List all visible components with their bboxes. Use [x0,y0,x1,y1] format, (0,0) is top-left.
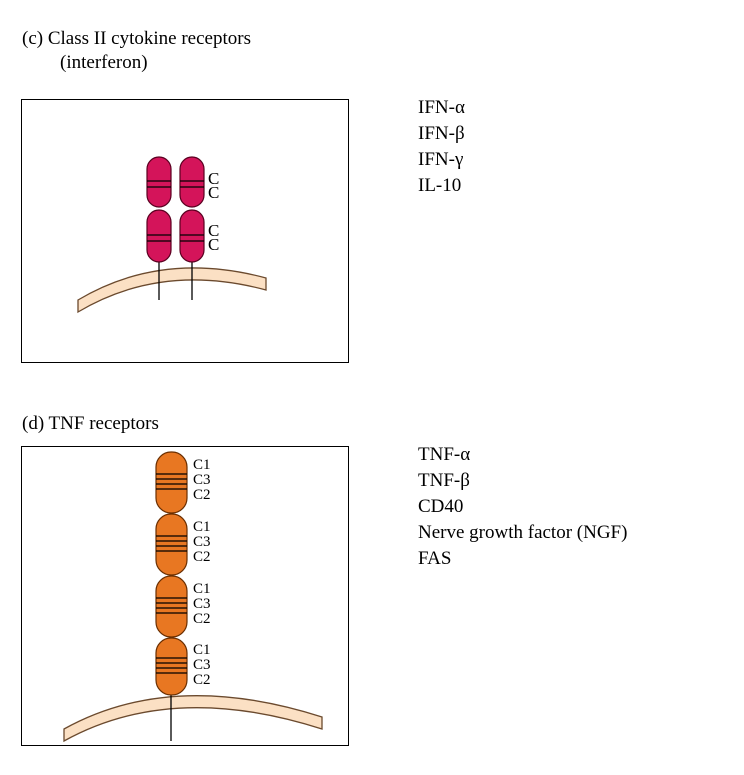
panel-c-ligand-list: IFN-α IFN-β IFN-γ IL-10 [418,95,465,199]
cysteine-label: C [208,235,219,254]
ligand-item: FAS [418,548,452,569]
ligand-item: Nerve growth factor (NGF) [418,522,628,543]
cysteine-label: C1 [193,642,211,658]
receptor-domain [146,209,172,263]
cysteine-label: C3 [193,657,211,673]
panel-c-heading-line2: (interferon) [60,52,148,73]
cysteine-label: C1 [193,519,211,535]
receptor-domain [179,156,205,208]
ligand-item: TNF-α [418,444,471,465]
class-ii-receptor-diagram: C C C C [77,156,267,314]
panel-c-diagram: C C C C [21,99,349,363]
cysteine-label: C3 [193,534,211,550]
cysteine-label: C [208,221,219,240]
panel-d-heading: (d) TNF receptors [22,413,159,434]
cysteine-label: C3 [193,472,211,488]
cysteine-label: C [208,169,219,188]
ligand-item: IL-10 [418,175,462,196]
ligand-item: TNF-β [418,470,470,491]
cysteine-label: C2 [193,487,211,503]
ligand-item: CD40 [418,496,464,517]
receptor-domain [155,451,188,514]
tnf-receptor-chain [155,451,188,696]
ligand-item: IFN-γ [418,149,464,170]
cysteine-label: C1 [193,457,211,473]
cell-membrane [77,267,267,314]
receptor-domain [155,575,188,638]
panel-c-heading-line1: (c) Class II cytokine receptors [22,28,251,49]
receptor-domain [155,513,188,576]
panel-d-diagram: C1 C3 C2 C1 C3 C2 C1 C3 C2 C1 C3 C2 [21,446,349,746]
cysteine-label: C1 [193,581,211,597]
cell-membrane [63,695,323,743]
panel-c-heading: (c) Class II cytokine receptors (interfe… [22,27,251,75]
panel-d-ligand-list: TNF-α TNF-β CD40 Nerve growth factor (NG… [418,442,627,572]
receptor-domain [146,156,172,208]
ligand-item: IFN-α [418,97,465,118]
cysteine-label: C [208,183,219,202]
cysteine-label: C3 [193,596,211,612]
receptor-domain [179,209,205,263]
cysteine-label: C2 [193,549,211,565]
receptor-domain [155,637,188,696]
receptor-chain-left [146,156,172,263]
cysteine-label: C2 [193,611,211,627]
ligand-item: IFN-β [418,123,465,144]
receptor-chain-right [179,156,205,263]
tnf-receptor-diagram: C1 C3 C2 C1 C3 C2 C1 C3 C2 C1 C3 C2 [63,451,323,743]
cysteine-label: C2 [193,672,211,688]
